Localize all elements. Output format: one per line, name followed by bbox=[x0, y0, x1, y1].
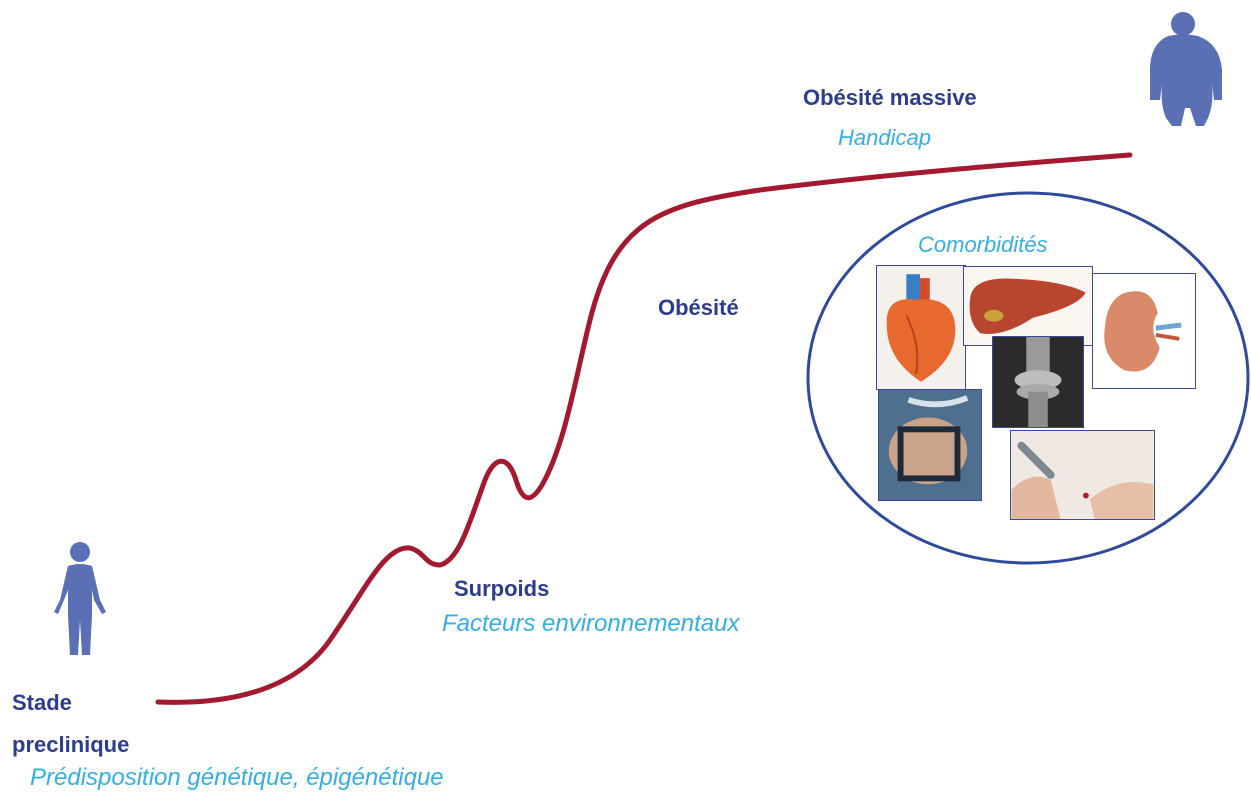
heart-icon bbox=[886, 274, 956, 382]
stage-preclinical-title-line2: preclinique bbox=[12, 732, 130, 757]
knee-xray-image bbox=[992, 336, 1084, 428]
liver-icon bbox=[969, 278, 1086, 334]
stage-massive-obesity-title: Obésité massive bbox=[803, 85, 977, 110]
stage-overweight-factor: Facteurs environnementaux bbox=[442, 610, 740, 637]
heart-image bbox=[876, 265, 966, 390]
glucose-test-image bbox=[1010, 430, 1155, 520]
stage-obesity-title: Obésité bbox=[658, 295, 739, 320]
stage-overweight-title: Surpoids bbox=[454, 576, 550, 601]
kidney-icon bbox=[1104, 291, 1182, 372]
comorbidities-title: Comorbidités bbox=[918, 232, 1048, 257]
glucose-test-icon bbox=[1011, 431, 1154, 519]
stage-preclinical-title-line1: Stade bbox=[12, 690, 72, 715]
obese-person-icon bbox=[1150, 12, 1222, 126]
sleep-apnea-mask-icon bbox=[879, 390, 981, 500]
liver-image bbox=[963, 266, 1093, 346]
kidney-image bbox=[1092, 273, 1196, 389]
comorbidities-circle bbox=[806, 191, 1250, 565]
sleep-apnea-mask-image bbox=[878, 389, 982, 501]
stage-preclinical-factor: Prédisposition génétique, épigénétique bbox=[30, 764, 444, 791]
progression-curve bbox=[155, 152, 1133, 705]
stage-massive-obesity-factor: Handicap bbox=[838, 125, 931, 150]
knee-xray-icon bbox=[993, 337, 1083, 427]
thin-person-icon bbox=[54, 542, 106, 655]
